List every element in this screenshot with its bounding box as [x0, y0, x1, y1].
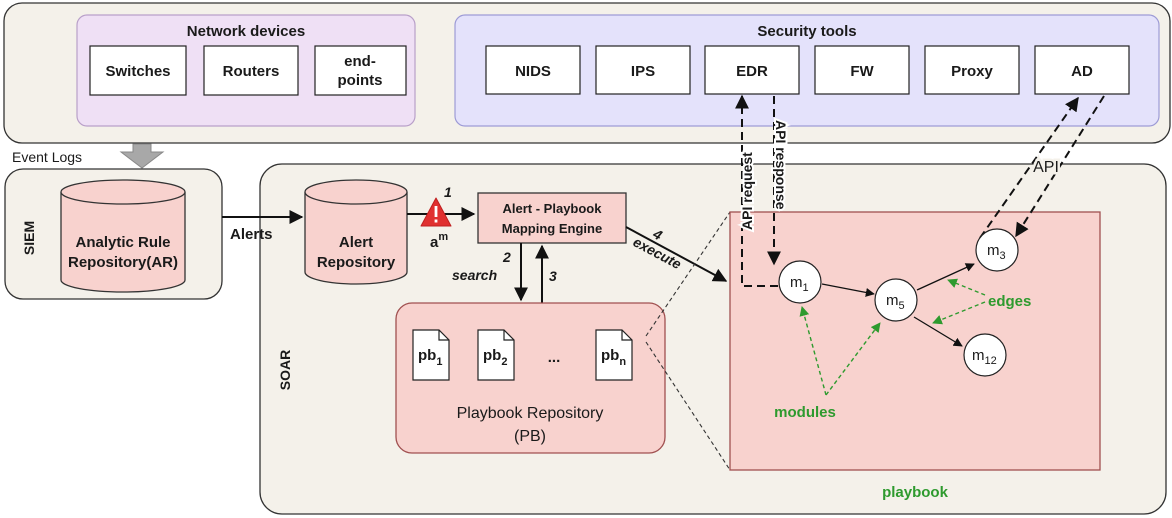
module-m12: m12	[963, 333, 1007, 377]
playbook-repo-line2: (PB)	[514, 428, 546, 445]
api-label: API	[1033, 159, 1059, 176]
svg-text:m5: m5	[886, 292, 905, 312]
svg-text:m3: m3	[987, 242, 1006, 262]
endpoints-box-line1: end-	[344, 53, 376, 70]
edge-m1-m5	[821, 283, 875, 297]
module-m1: m1	[778, 260, 822, 304]
module-m3: m3	[975, 228, 1019, 272]
engine-line2: Mapping Engine	[502, 221, 602, 236]
security-tools-group: Security tools NIDS IPS EDR FW Proxy AD	[454, 14, 1160, 127]
svg-text:m1: m1	[790, 274, 809, 294]
edge-m5-m12	[913, 316, 963, 347]
alert-warning-icon	[420, 197, 452, 227]
ips-box: IPS	[631, 63, 655, 80]
api-request-arrow	[735, 94, 778, 287]
zoom-line-top	[645, 211, 731, 337]
edge-m5-m3	[916, 263, 975, 291]
search-label: search	[452, 267, 497, 283]
alert-repository: Alert Repository	[304, 179, 408, 285]
api-from-ad-arrow	[1015, 95, 1105, 238]
nids-box: NIDS	[515, 63, 551, 80]
playbook-repository: pb1 pb2 ... pbn Playbook Repository (PB)	[395, 302, 666, 454]
siem-label: SIEM	[21, 221, 37, 255]
engine-line1: Alert - Playbook	[503, 201, 603, 216]
analytic-rule-repo-line2: Repository(AR)	[68, 254, 178, 271]
routers-box: Routers	[223, 63, 280, 80]
alert-repository-line1: Alert	[339, 234, 373, 251]
playbook-area	[729, 211, 1101, 471]
pb-2-label: pb2	[483, 347, 507, 368]
playbook-label: playbook	[882, 484, 949, 501]
siem-container: SIEM Analytic Rule Repository(AR)	[4, 168, 223, 300]
alert-repository-line2: Repository	[317, 254, 396, 271]
fw-box: FW	[850, 63, 874, 80]
event-logs-arrow	[119, 143, 165, 169]
network-devices-group: Network devices Switches Routers end- po…	[76, 14, 416, 127]
endpoints-box-line2: points	[338, 72, 383, 89]
edges-label: edges	[988, 293, 1031, 310]
edges-pointer-2	[932, 301, 986, 325]
alerts-label: Alerts	[230, 226, 273, 243]
module-m5: m5	[874, 278, 918, 322]
modules-pointer-m5	[825, 322, 881, 396]
api-response-label: API response	[773, 120, 789, 210]
event-logs-label: Event Logs	[12, 149, 82, 165]
pb-1-label: pb1	[418, 347, 442, 368]
api-request-label: API request	[739, 152, 755, 230]
network-devices-title: Network devices	[187, 23, 305, 40]
soar-label: SOAR	[277, 350, 293, 390]
execute-arrow	[625, 226, 728, 282]
edr-box: EDR	[736, 63, 768, 80]
step-3-label: 3	[549, 268, 557, 284]
security-tools-title: Security tools	[757, 23, 856, 40]
api-to-ad-arrow	[979, 96, 1079, 239]
switches-box: Switches	[105, 63, 170, 80]
zoom-line-bottom	[645, 341, 731, 471]
step-2-label: 2	[502, 249, 511, 265]
analytic-rule-repo-line1: Analytic Rule	[75, 234, 170, 251]
step-1-label: 1	[444, 184, 452, 200]
playbook-repo-line1: Playbook Repository	[457, 405, 604, 422]
pb-ellipsis: ...	[548, 349, 561, 366]
pb-n-label: pbn	[601, 347, 626, 368]
modules-label: modules	[774, 404, 836, 421]
alert-symbol: am	[430, 231, 448, 251]
modules-pointer-m1	[799, 306, 827, 396]
alert-playbook-mapping-engine: Alert - Playbook Mapping Engine	[477, 192, 627, 244]
svg-text:m12: m12	[972, 347, 997, 367]
proxy-box: Proxy	[951, 63, 993, 80]
ad-box: AD	[1071, 63, 1093, 80]
